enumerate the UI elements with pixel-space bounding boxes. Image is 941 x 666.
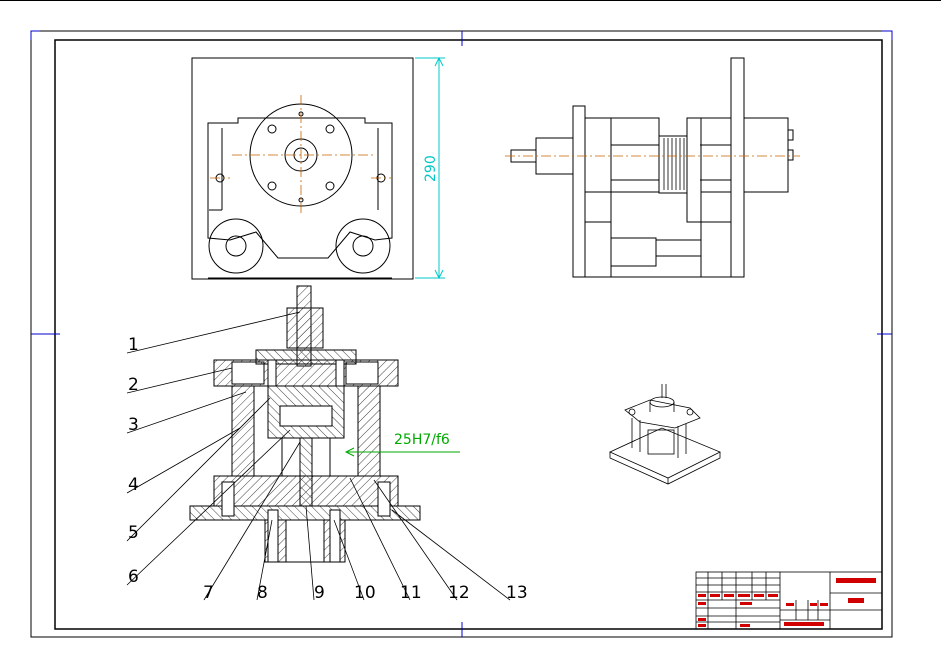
height-dimension	[415, 56, 445, 280]
part-label-3: 3	[128, 415, 139, 435]
part-label-9: 9	[314, 583, 325, 603]
part-label-5: 5	[128, 523, 139, 543]
part-label-4: 4	[128, 475, 139, 495]
top-view-centerlines	[210, 95, 391, 216]
inner-frame	[54, 39, 883, 630]
part-label-10: 10	[354, 583, 376, 603]
part-labels: 1 2 3 4 5 6 7 8 9 10 11 12 13	[128, 335, 528, 603]
title-block	[695, 571, 883, 630]
isometric-view	[609, 384, 721, 485]
part-label-6: 6	[128, 567, 139, 587]
part-leaders	[126, 311, 511, 601]
section-view	[189, 285, 421, 563]
centering-marks	[30, 30, 893, 637]
fit-tolerance-text: 25H7/f6	[394, 432, 450, 448]
part-label-12: 12	[448, 583, 470, 603]
outer-border	[30, 30, 893, 638]
part-label-13: 13	[506, 583, 528, 603]
part-label-8: 8	[257, 583, 268, 603]
part-label-11: 11	[400, 583, 422, 603]
part-label-7: 7	[203, 583, 214, 603]
part-label-2: 2	[128, 375, 139, 395]
title-block-red-marks	[698, 578, 876, 627]
side-view-gear	[663, 138, 685, 190]
fit-leader	[344, 447, 460, 457]
top-view	[191, 57, 414, 280]
side-view	[510, 57, 794, 278]
part-label-1: 1	[128, 335, 139, 355]
height-dimension-text: 290	[423, 155, 439, 182]
